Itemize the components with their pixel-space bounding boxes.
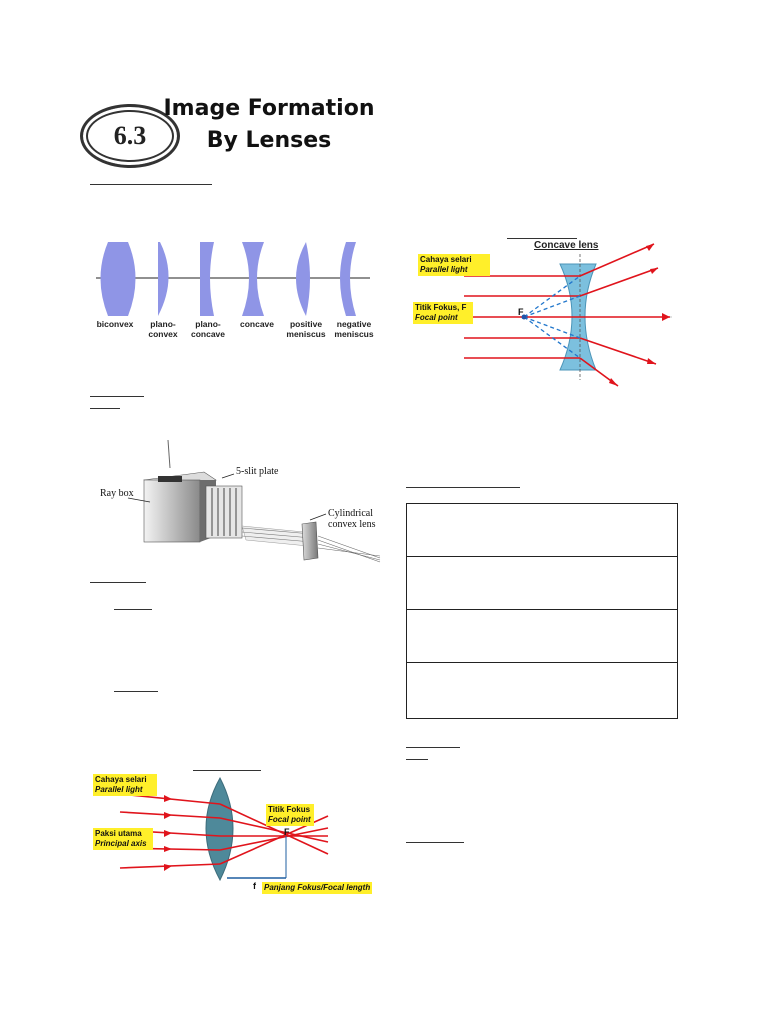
ray-arrowheads bbox=[164, 795, 172, 871]
lens-label-plano-concave: plano- concave bbox=[190, 319, 226, 339]
lens-label-plano-convex: plano- convex bbox=[148, 319, 178, 339]
table-row[interactable] bbox=[407, 557, 677, 610]
focal-point-en: Focal point bbox=[415, 313, 458, 322]
concave-ray-diagram bbox=[464, 243, 672, 387]
blank-line bbox=[406, 759, 428, 760]
convex-focal-point-label: Titik Fokus Focal point bbox=[266, 804, 314, 826]
convex-f-label: F bbox=[284, 827, 290, 837]
parallel-light-my: Cahaya selari bbox=[420, 255, 472, 264]
virtual-rays bbox=[523, 275, 581, 359]
blank-line bbox=[406, 842, 464, 843]
ray-box-figure bbox=[127, 440, 381, 563]
concave-focal-point-label: Titik Fokus, F Focal point bbox=[413, 302, 473, 324]
blank-line bbox=[507, 238, 577, 239]
principal-axis-my: Paksi utama bbox=[95, 829, 142, 838]
section-number: 6.3 bbox=[113, 121, 147, 150]
focal-point-dot bbox=[521, 314, 527, 320]
principal-axis-en: Principal axis bbox=[95, 839, 147, 848]
focal-length-symbol: f bbox=[253, 881, 256, 891]
section-number-badge: 6.3 bbox=[80, 104, 180, 168]
concave-parallel-light-label: Cahaya selari Parallel light bbox=[418, 254, 490, 276]
positive-meniscus-lens bbox=[296, 242, 310, 316]
ray-box-label: Ray box bbox=[100, 488, 134, 499]
blank-line bbox=[90, 582, 146, 583]
blank-line bbox=[406, 747, 460, 748]
diverging-rays bbox=[579, 243, 670, 387]
table-row[interactable] bbox=[407, 610, 677, 663]
cylindrical-lens bbox=[301, 521, 319, 561]
section-title-line-2: By Lenses bbox=[206, 128, 332, 153]
convex-ray-diagram bbox=[119, 776, 329, 882]
answer-table bbox=[406, 503, 678, 719]
blank-line bbox=[114, 691, 158, 692]
converging-rays bbox=[219, 803, 329, 865]
blank-line bbox=[90, 184, 212, 185]
table-row[interactable] bbox=[407, 663, 677, 716]
concave-f-label: F bbox=[518, 307, 524, 317]
focal-point-my: Titik Fokus, F bbox=[415, 303, 467, 312]
lens-label-positive-meniscus: positive meniscus bbox=[286, 319, 326, 339]
parallel-light-my: Cahaya selari bbox=[95, 775, 147, 784]
principal-axis-label: Paksi utama Principal axis bbox=[93, 828, 153, 850]
blank-line bbox=[114, 609, 152, 610]
table-row[interactable] bbox=[407, 504, 677, 557]
ray-arrowheads bbox=[609, 244, 670, 386]
cylindrical-lens-label: Cylindrical convex lens bbox=[328, 508, 376, 530]
light-beams bbox=[241, 527, 313, 543]
blank-line bbox=[406, 487, 520, 488]
cylindrical-lens-label-1: Cylindrical bbox=[328, 508, 373, 519]
plano-concave-lens bbox=[200, 242, 214, 316]
cylindrical-lens-label-2: convex lens bbox=[328, 519, 376, 530]
focal-point-en: Focal point bbox=[268, 815, 311, 824]
biconvex-lens bbox=[100, 242, 136, 316]
concave-diagram-title: Concave lens bbox=[534, 240, 599, 251]
concave-lens bbox=[242, 242, 264, 316]
parallel-light-en: Parallel light bbox=[95, 785, 143, 794]
cable bbox=[167, 440, 171, 469]
blank-line bbox=[193, 770, 261, 771]
lens-label-negative-meniscus: negative meniscus bbox=[334, 319, 374, 339]
section-title-line-1: Image Formation bbox=[163, 96, 375, 121]
focal-point-my: Titik Fokus bbox=[268, 805, 311, 814]
ray-box bbox=[143, 479, 201, 543]
negative-meniscus-lens bbox=[340, 242, 356, 316]
converging-rays bbox=[317, 535, 381, 563]
lens-label-concave: concave bbox=[239, 319, 275, 329]
focal-length-label: Panjang Fokus/Focal length bbox=[262, 882, 373, 894]
lens-types-figure bbox=[96, 242, 370, 316]
slit-plate-label: 5-slit plate bbox=[236, 466, 279, 477]
parallel-light-en: Parallel light bbox=[420, 265, 468, 274]
ray-box-slot bbox=[158, 476, 182, 482]
slit-plate bbox=[205, 485, 243, 539]
lens-label-biconvex: biconvex bbox=[96, 319, 134, 329]
blank-line bbox=[90, 396, 144, 397]
blank-line bbox=[90, 408, 120, 409]
convex-parallel-light-label: Cahaya selari Parallel light bbox=[93, 774, 157, 796]
plano-convex-lens bbox=[158, 242, 169, 316]
